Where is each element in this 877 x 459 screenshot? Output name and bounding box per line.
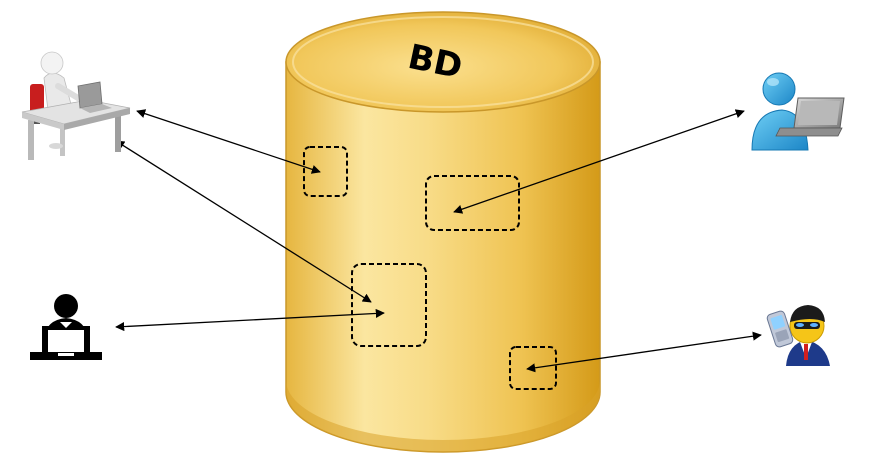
user-with-laptop-silhouette-icon: [30, 294, 102, 360]
blue-user-laptop-icon: [751, 72, 845, 151]
arrow-silhouette-center-region: [115, 308, 385, 332]
arrow-mobile-user-bottom-region: [526, 331, 762, 373]
arrow-blue-user-right-region: [453, 109, 745, 214]
database-cylinder: BD: [285, 11, 601, 453]
arrow-desk-worker-center-region: [115, 140, 372, 303]
person-at-desk-with-laptop-icon: [21, 51, 131, 160]
user-with-mobile-phone-icon: [766, 305, 830, 366]
access-arrows: [115, 109, 762, 373]
region-center-large: [351, 263, 427, 347]
